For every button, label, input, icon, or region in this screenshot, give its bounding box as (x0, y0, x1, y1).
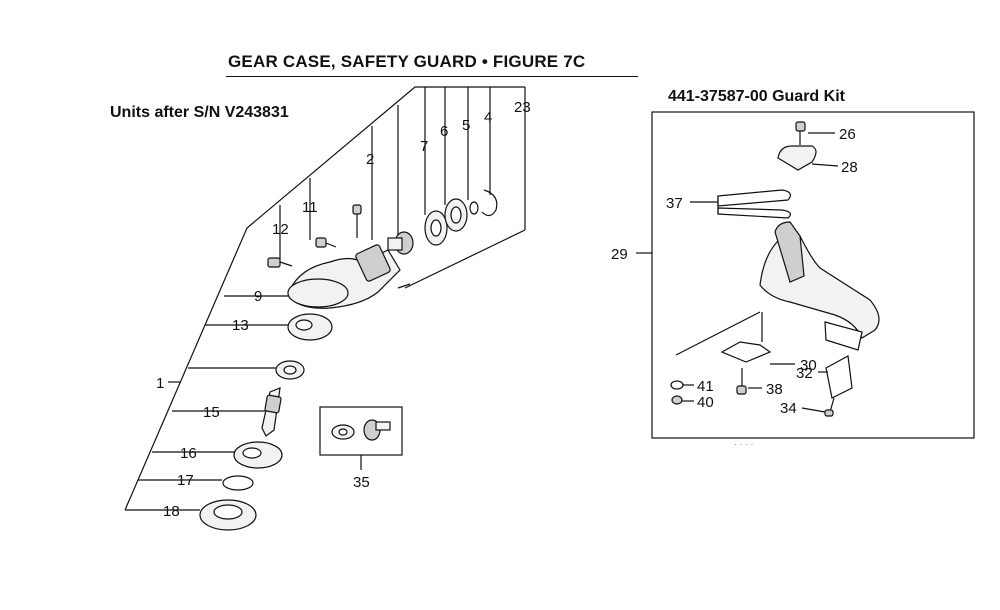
callout-23: 23 (514, 99, 531, 116)
gear-case-9 (287, 244, 401, 309)
callout-29: 29 (611, 246, 628, 263)
bolt-2 (352, 204, 362, 238)
callout-numbers: 23 4 5 6 7 2 11 12 9 13 1 15 16 17 18 35… (156, 99, 858, 520)
strip-37 (690, 189, 792, 219)
guard-kit-parts: · · · · (670, 121, 880, 449)
leader-guard (675, 311, 761, 356)
callout-16: 16 (180, 445, 197, 462)
spacer-14 (275, 360, 305, 380)
serial-note: Units after S/N V243831 (110, 104, 289, 121)
callout-32: 32 (796, 365, 813, 382)
callout-38: 38 (766, 381, 783, 398)
screw-34 (801, 397, 835, 417)
bearing-13 (287, 313, 333, 341)
guard-kit-title: 441-37587-00 Guard Kit (668, 88, 845, 105)
callout-35: 35 (353, 474, 370, 491)
callout-30: 30 (800, 357, 817, 374)
callout-15: 15 (203, 404, 220, 421)
callout-9: 9 (254, 288, 262, 305)
callout-11: 11 (302, 199, 318, 216)
nut-41 (670, 380, 694, 390)
callout-37: 37 (666, 195, 683, 212)
gear-case-parts (199, 189, 498, 531)
callout-28: 28 (841, 159, 858, 176)
shaft-15 (261, 387, 282, 437)
washer-5 (469, 201, 479, 215)
snap-ring-4 (481, 189, 498, 217)
frame-footnote: · · · · (734, 439, 754, 449)
bracket-diagonal (404, 229, 526, 289)
collar-18 (199, 499, 257, 531)
callout-2: 2 (366, 151, 374, 168)
callout-34: 34 (780, 400, 797, 417)
bracket-32 (818, 355, 853, 399)
washer-40 (671, 395, 694, 405)
bearing-16 (233, 441, 283, 469)
callout-4: 4 (484, 109, 492, 126)
callout-40: 40 (697, 394, 714, 411)
callout-1: 1 (156, 375, 164, 392)
screw-12 (267, 257, 293, 268)
leader-lines-left (124, 86, 526, 511)
guard-kit-frame (651, 111, 975, 439)
callout-41: 41 (697, 378, 714, 395)
callout-12: 12 (272, 221, 289, 238)
page-title: GEAR CASE, SAFETY GUARD • FIGURE 7C (228, 52, 586, 71)
safety-guard (759, 221, 880, 351)
snap-ring-17 (222, 475, 254, 491)
pinion-gear (387, 231, 414, 255)
bearing-7 (424, 210, 448, 246)
callout-17: 17 (177, 472, 194, 489)
callout-26: 26 (839, 126, 856, 143)
bolt-38 (736, 368, 762, 395)
title-underline (226, 76, 638, 77)
kit-box-35 (319, 406, 403, 470)
callout-5: 5 (462, 117, 470, 134)
clamp-28 (777, 145, 839, 171)
callout-7: 7 (420, 138, 428, 155)
callout-18: 18 (163, 503, 180, 520)
bearing-6 (444, 198, 468, 232)
bolt-26 (795, 121, 835, 145)
screw-11 (315, 237, 337, 248)
callout-6: 6 (440, 123, 448, 140)
spine-line (124, 86, 525, 511)
bracket-30 (720, 312, 795, 365)
callout-13: 13 (232, 317, 249, 334)
pin (397, 283, 411, 289)
